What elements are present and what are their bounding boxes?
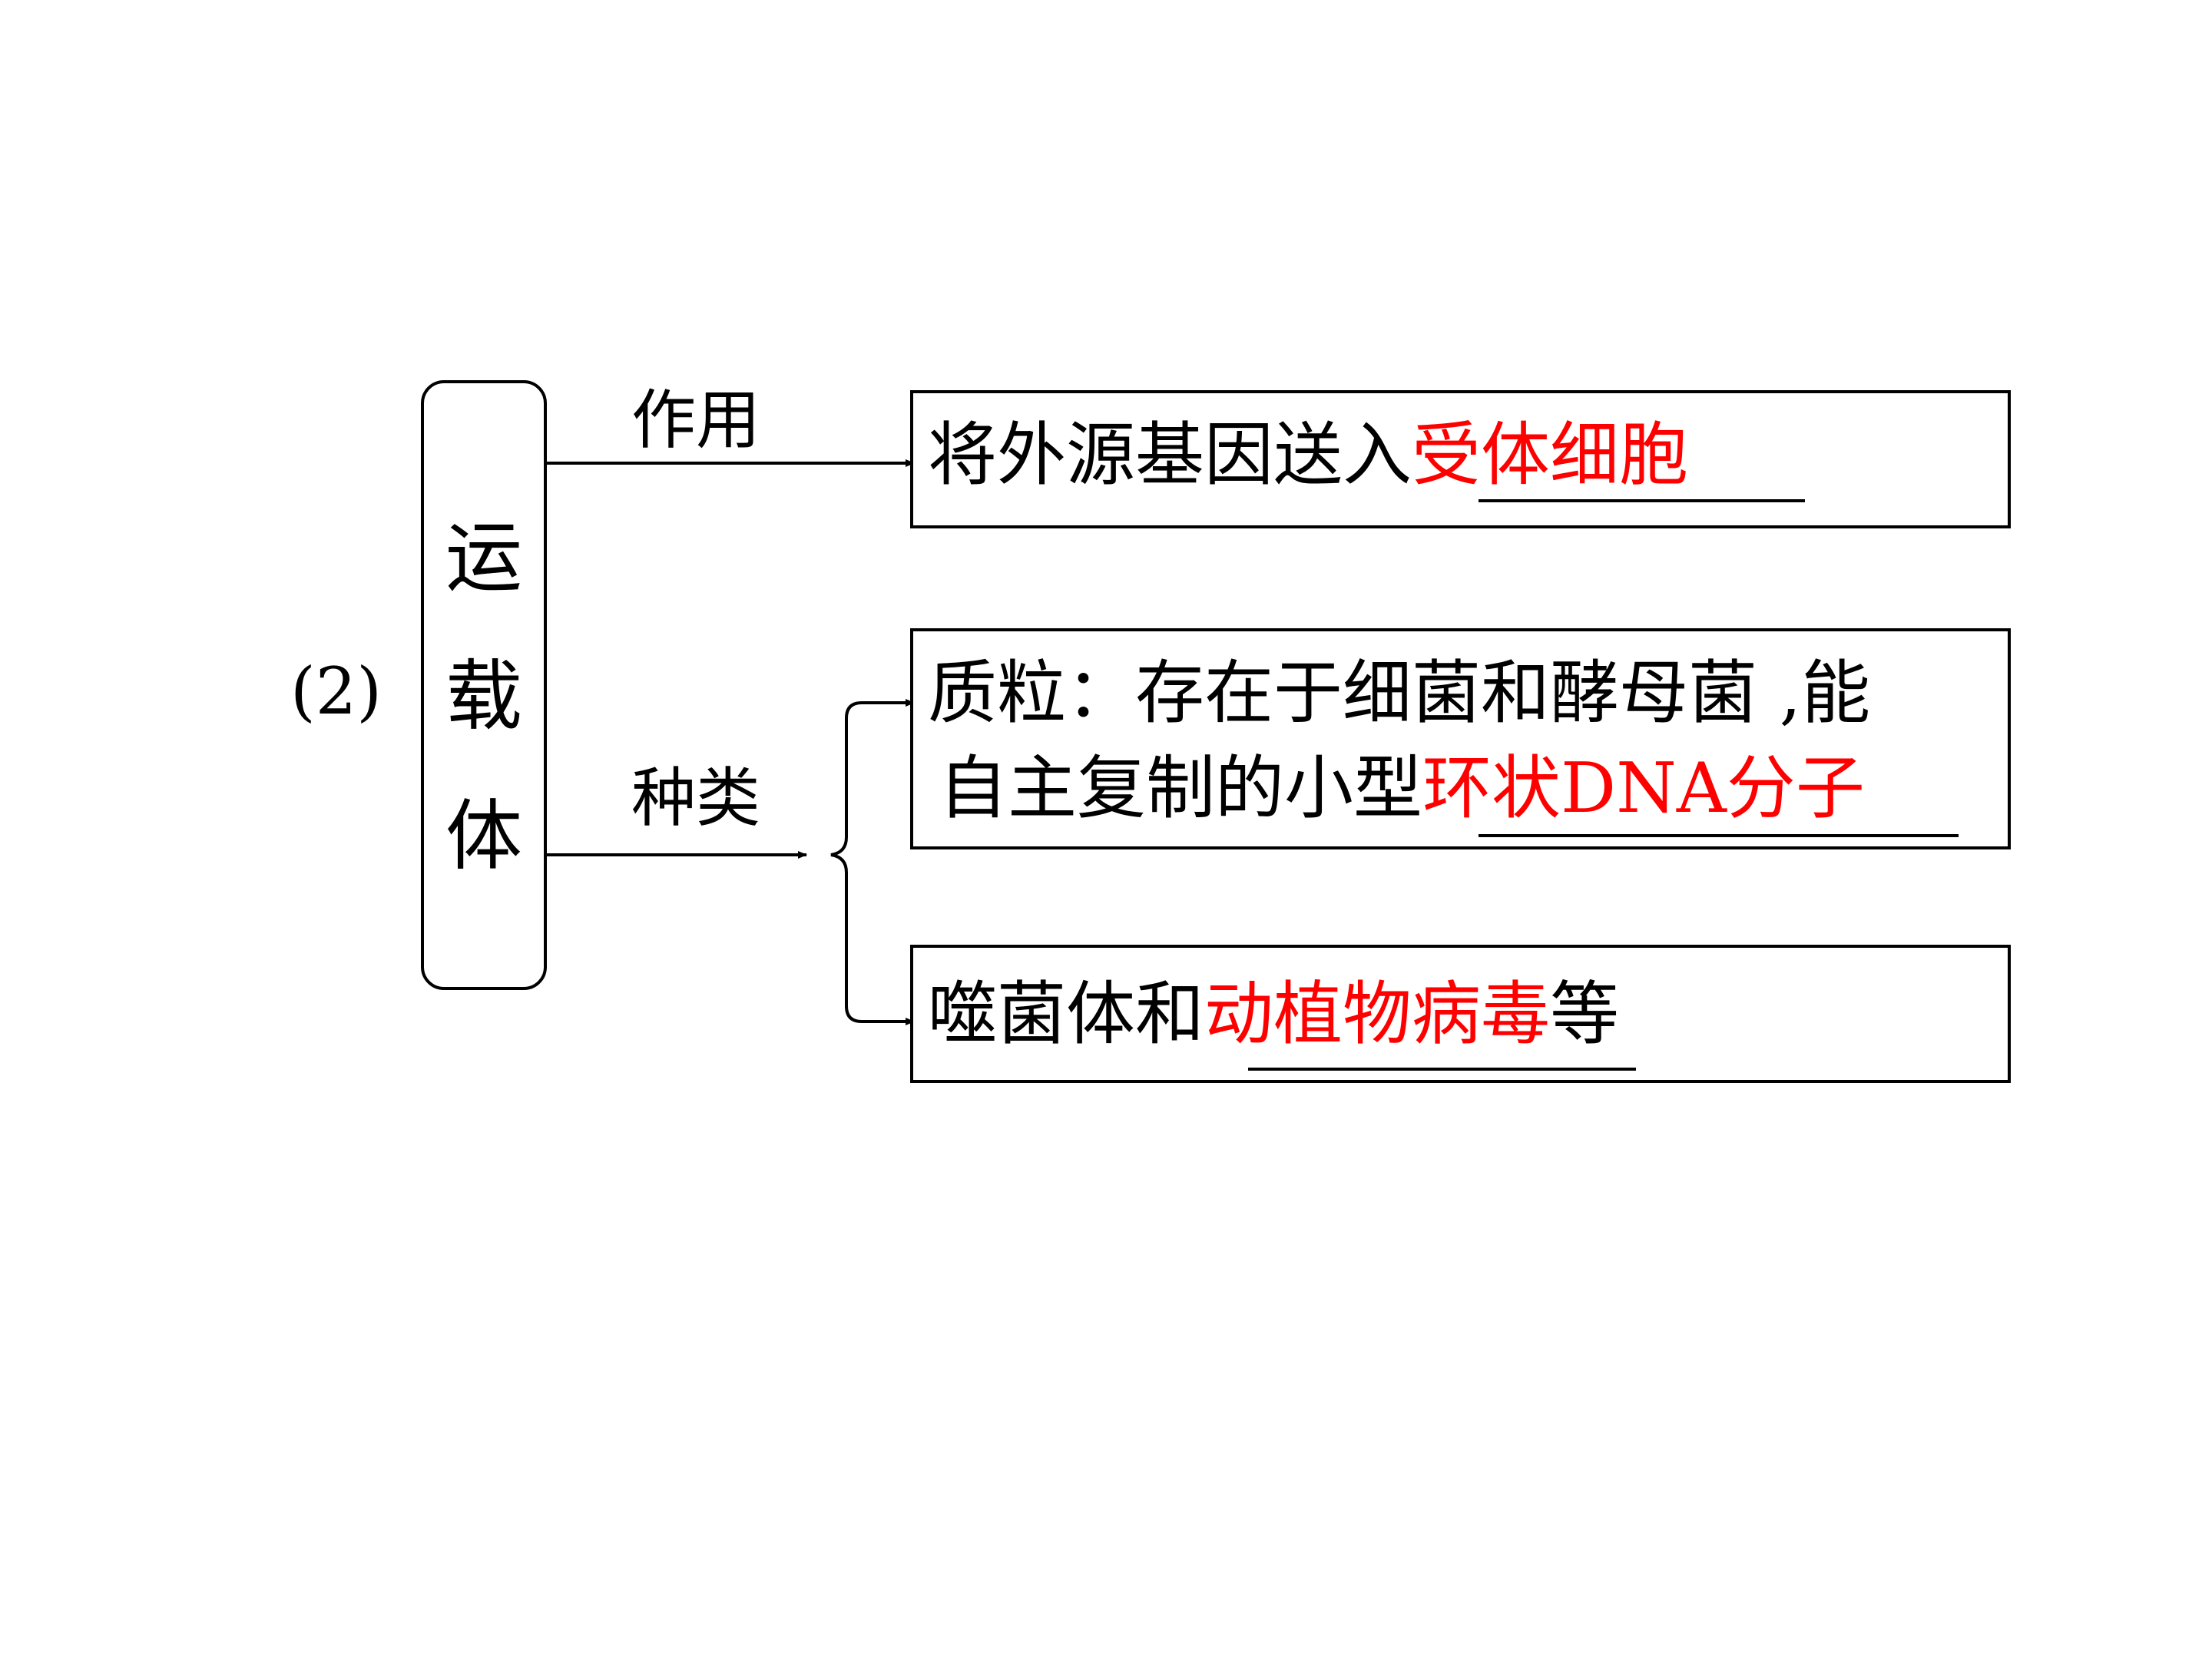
plasmid-line-1: 质粒：存在于细菌和酵母菌 ,能 — [928, 653, 1871, 733]
virus-suffix: 等 — [1550, 974, 1619, 1055]
plasmid-answer-underline — [1479, 834, 1959, 837]
function-box — [910, 390, 2011, 528]
function-text: 将外源基因送入受体细胞 — [928, 421, 1688, 490]
plasmid-box — [910, 628, 2011, 849]
virus-box — [910, 945, 2011, 1083]
function-label: 作用 — [631, 382, 761, 458]
virus-text: 噬菌体和动植物病毒等 — [928, 980, 1619, 1049]
virus-prefix: 噬菌体和 — [928, 974, 1204, 1055]
plasmid-line-2: 自主复制的小型环状DNA分子 — [939, 754, 1865, 823]
function-answer-underline — [1479, 499, 1805, 502]
item-number: (2) — [290, 654, 382, 729]
vector-char-1: 运 — [445, 513, 522, 603]
function-text-prefix: 将外源基因送入 — [928, 415, 1412, 495]
virus-answer-underline — [1248, 1068, 1636, 1071]
function-answer: 受体细胞 — [1412, 415, 1688, 495]
plasmid-answer: 环状DNA分子 — [1422, 748, 1865, 829]
vector-char-2: 载 — [445, 651, 522, 741]
plasmid-line-2-prefix: 自主复制的小型 — [939, 748, 1422, 829]
types-label: 种类 — [631, 760, 761, 836]
vector-char-3: 体 — [445, 791, 522, 881]
types-brace — [830, 701, 914, 1023]
virus-answer: 动植物病毒 — [1204, 974, 1550, 1055]
vector-box: 运 载 体 — [421, 380, 547, 990]
